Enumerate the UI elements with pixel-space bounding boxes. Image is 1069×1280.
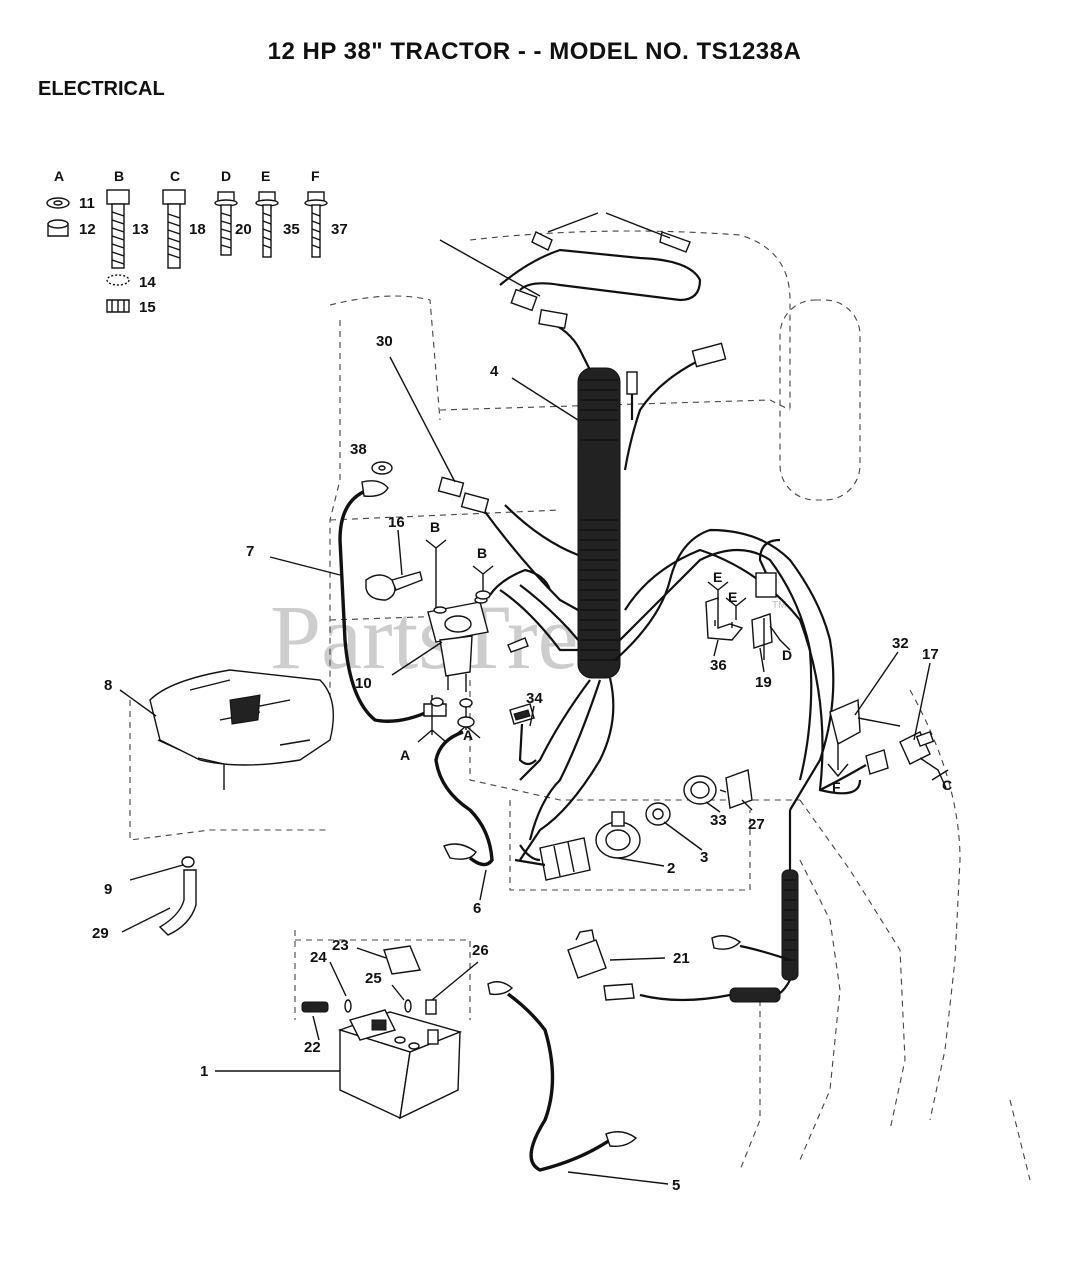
- hardware-ref-a-right: A: [451, 698, 481, 743]
- legend-letter-b: B: [114, 168, 124, 184]
- callout-10: 10: [355, 675, 372, 692]
- seat-switch: [509, 703, 537, 766]
- legend-part-35: 35: [283, 221, 300, 238]
- legend-part-11: 11: [79, 195, 95, 212]
- ignition-nut: [645, 802, 703, 851]
- bracket-34: [827, 651, 901, 778]
- battery-hardware: [301, 961, 479, 1041]
- callout-8: 8: [104, 677, 112, 694]
- hardware-legend: A B C D E F 11 12 13 14 15: [46, 168, 348, 316]
- positive-cable: [434, 730, 494, 901]
- screw-f-icon: [304, 191, 328, 258]
- legend-letter-a: A: [54, 168, 64, 184]
- ground-cable: [269, 480, 447, 723]
- svg-text:B: B: [477, 545, 487, 561]
- callout-25: 25: [365, 970, 382, 987]
- legend-part-12: 12: [79, 221, 96, 238]
- hardware-ref-e-2: E: [728, 589, 737, 605]
- callout-9: 9: [104, 881, 112, 898]
- headlight-bulb-right: [659, 231, 691, 253]
- headlight-harness: [439, 212, 702, 312]
- callout-4: 4: [490, 363, 499, 380]
- harness-tab: [507, 637, 529, 653]
- starter-solenoid: [391, 596, 489, 692]
- headlight-bulb-left: [531, 231, 553, 251]
- svg-text:B: B: [430, 519, 440, 535]
- main-wiring-harness: [479, 504, 862, 861]
- legend-part-18: 18: [189, 221, 206, 238]
- watermark-tm: TM: [772, 600, 786, 611]
- callout-28: 30: [376, 333, 393, 350]
- callout-16: 16: [388, 514, 405, 531]
- callout-38: 38: [350, 441, 367, 458]
- battery: [215, 1009, 463, 1120]
- callout-5: 5: [672, 1177, 680, 1194]
- callout-36: 36: [710, 657, 727, 674]
- hex-bolt-b-icon: [106, 189, 130, 269]
- svg-text:A: A: [400, 747, 410, 763]
- callout-27: 27: [748, 816, 765, 833]
- hardware-ref-b-right: B: [472, 545, 494, 600]
- callout-24: 24: [310, 949, 327, 966]
- wiring-conduit: [511, 309, 727, 679]
- lock-washer-icon: [106, 274, 130, 286]
- switch-bracket-19: [751, 613, 791, 673]
- svg-text:A: A: [463, 727, 473, 743]
- legend-part-20: 20: [235, 221, 252, 238]
- callout-3: 3: [700, 849, 708, 866]
- legend-part-15: 15: [139, 299, 156, 316]
- hex-bolt-c-icon: [162, 189, 186, 269]
- legend-letter-c: C: [170, 168, 180, 184]
- flange-screw-d-icon: [214, 191, 238, 256]
- legend-letter-e: E: [261, 168, 270, 184]
- callout-29: 29: [92, 925, 109, 942]
- callout-7: 7: [246, 543, 254, 560]
- callout-21: 21: [673, 950, 690, 967]
- light-switch: [719, 769, 753, 811]
- coiled-wire: [639, 810, 799, 1003]
- fuel-line: [121, 856, 197, 936]
- legend-part-37: 37: [331, 221, 348, 238]
- ignition-switch: [595, 811, 665, 867]
- callout-23: 22: [304, 1039, 321, 1056]
- hardware-ref-a-left: A: [400, 695, 447, 763]
- engine-outline: [119, 669, 335, 790]
- terminal-boot: [365, 529, 423, 601]
- legend-part-14: 14: [139, 274, 156, 291]
- hardware-ref-d: D: [782, 647, 792, 663]
- bracket-36: [705, 581, 747, 657]
- hardware-ref-e-1: E: [713, 569, 722, 585]
- callout-22: 23: [332, 937, 349, 954]
- callout-31: 34: [526, 690, 543, 707]
- headlight-connector: [510, 288, 538, 312]
- pto-switch: [567, 929, 666, 1001]
- ignition-bezel: [683, 775, 721, 813]
- callout-2: 2: [667, 860, 675, 877]
- harness-connector-block: [514, 837, 591, 881]
- fuse-holder: [389, 356, 490, 514]
- callout-19: 19: [755, 674, 772, 691]
- callout-26: 26: [472, 942, 489, 959]
- harness-plug: [755, 572, 777, 598]
- screw-e-icon: [255, 191, 279, 258]
- callout-6: 6: [473, 900, 481, 917]
- hardware-ref-c: C: [942, 777, 952, 793]
- callout-34: 32: [892, 635, 909, 652]
- callout-17: 17: [922, 646, 939, 663]
- legend-letter-f: F: [311, 168, 320, 184]
- hardware-ref-f: F: [832, 779, 841, 795]
- legend-letter-d: D: [221, 168, 231, 184]
- plunger-switch-17: [819, 662, 949, 791]
- page-title: 12 HP 38" TRACTOR - - MODEL NO. TS1238A: [267, 38, 802, 65]
- callout-1: 1: [200, 1063, 208, 1080]
- legend-part-13: 13: [132, 221, 149, 238]
- battery-cable-5: [487, 981, 669, 1185]
- corrugated-conduit: [577, 367, 621, 679]
- battery-cover-22: [356, 945, 421, 975]
- callout-30: 33: [710, 812, 727, 829]
- hardware-ref-b-left: B: [425, 519, 447, 608]
- section-heading: ELECTRICAL: [38, 78, 165, 100]
